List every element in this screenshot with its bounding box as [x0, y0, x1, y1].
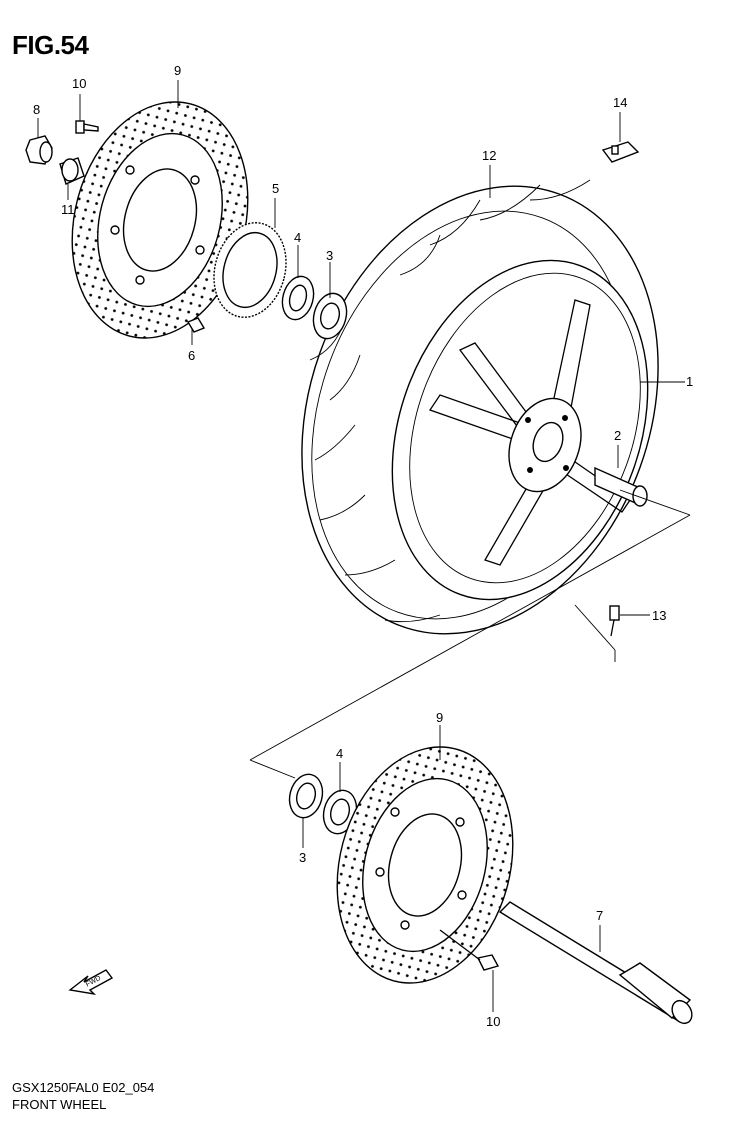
callout-14: 14 — [613, 95, 627, 110]
callout-leader-lines — [37, 80, 685, 1012]
callout-3-lower: 3 — [299, 850, 306, 865]
tire-valve — [609, 605, 620, 637]
disc-bolt-upper — [75, 120, 99, 134]
figure-title: FIG.54 — [12, 30, 89, 60]
tire-tread-grooves — [309, 179, 591, 623]
callout-10-upper: 10 — [72, 76, 86, 91]
callout-11: 11 — [61, 202, 75, 217]
hub-bore — [532, 421, 564, 463]
callout-6: 6 — [188, 348, 195, 363]
exploded-view-guide-lines — [249, 489, 691, 779]
oil-seal-upper — [281, 275, 315, 321]
callout-1: 1 — [686, 374, 693, 389]
disc-bolt-lower — [439, 929, 500, 971]
balance-weight — [601, 141, 640, 163]
brake-disc-right — [336, 746, 514, 984]
callout-9-lower: 9 — [436, 710, 443, 725]
callout-7: 7 — [596, 908, 603, 923]
callout-12: 12 — [482, 148, 496, 163]
front-axle — [498, 901, 693, 1025]
brake-disc-left — [71, 101, 249, 339]
callout-4-lower: 4 — [336, 746, 343, 761]
front-wheel-assembly — [301, 179, 659, 635]
bearing-upper — [312, 292, 348, 340]
callout-8: 8 — [33, 102, 40, 117]
callout-labels: 1 2 3 3 4 4 5 6 7 8 9 9 10 10 11 12 13 1… — [33, 63, 693, 1029]
bearing-lower — [288, 773, 324, 819]
callout-5: 5 — [272, 181, 279, 196]
callout-2: 2 — [614, 428, 621, 443]
oil-seal-lower — [322, 789, 358, 835]
callout-9-upper: 9 — [174, 63, 181, 78]
fwd-direction-arrow: FWD — [68, 969, 114, 996]
axle-spacer — [594, 466, 648, 507]
callout-13: 13 — [652, 608, 666, 623]
section-title: FRONT WHEEL — [12, 1097, 107, 1112]
callout-3-upper: 3 — [326, 248, 333, 263]
abs-sensor-ring — [213, 222, 287, 318]
model-code-label: GSX1250FAL0 E02_054 — [12, 1080, 155, 1095]
wheel-rim-inner — [409, 272, 641, 584]
callout-4-upper: 4 — [294, 230, 301, 245]
collar — [59, 157, 85, 185]
axle-nut — [25, 135, 53, 165]
callout-10-lower: 10 — [486, 1014, 500, 1029]
